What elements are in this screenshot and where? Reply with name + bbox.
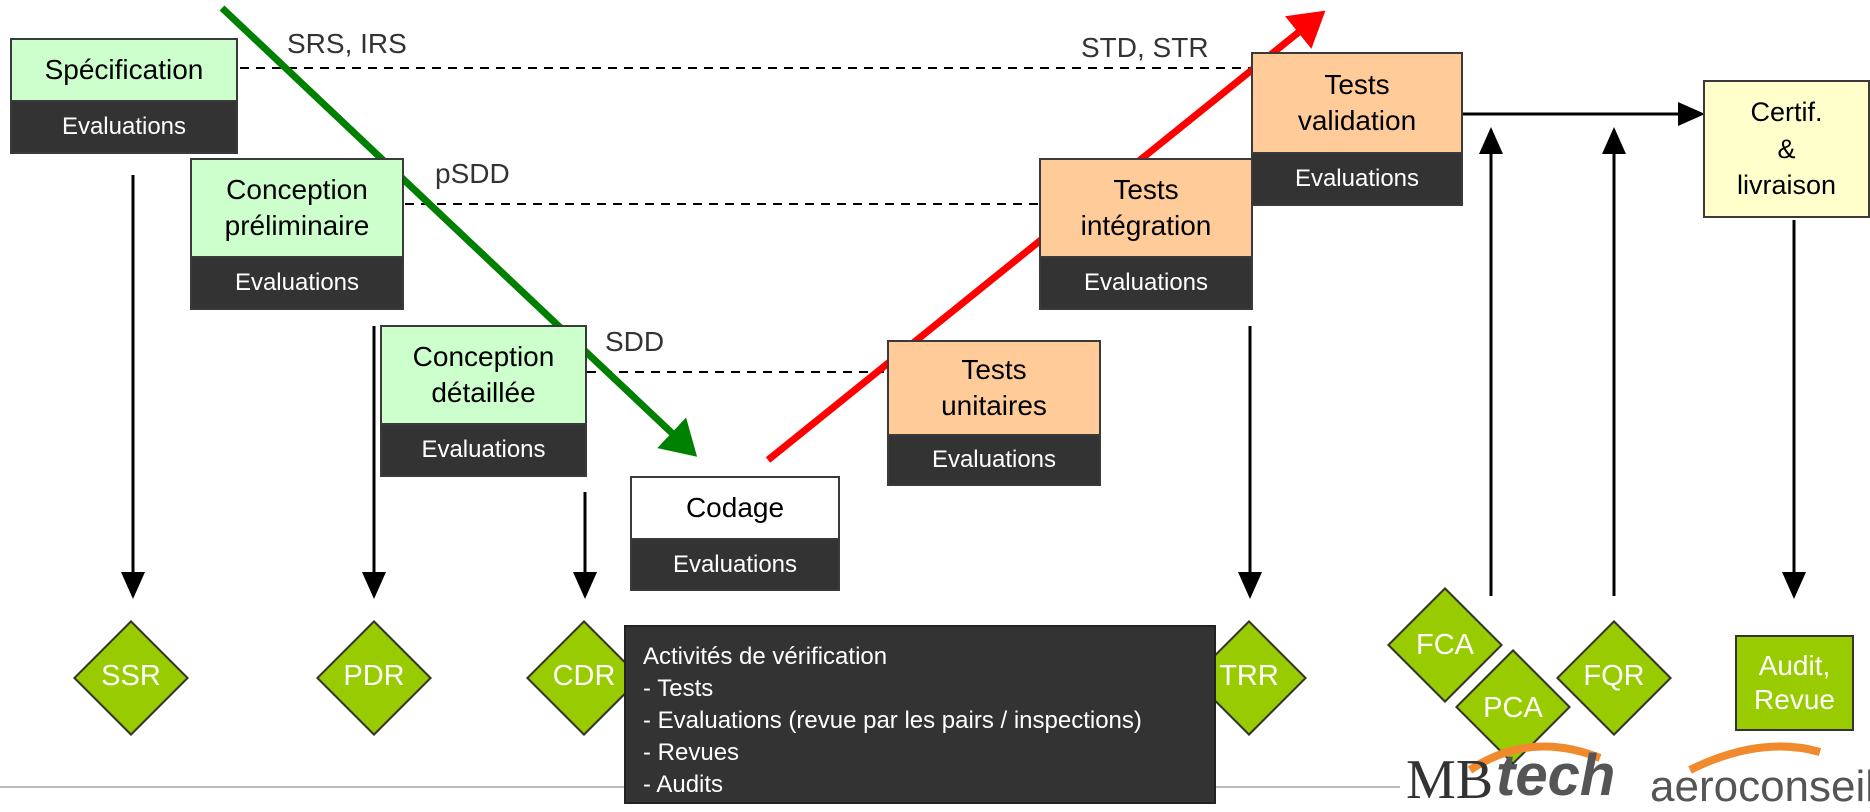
logo-mb: MB	[1406, 749, 1494, 811]
phase-title: Tests validation	[1253, 54, 1461, 152]
milestone-label-fca: FCA	[1416, 629, 1474, 661]
phase-specification: Spécification Evaluations	[10, 38, 238, 154]
phase-conception-preliminaire: Conception préliminaire Evaluations	[190, 158, 404, 310]
doc-label-psdd: pSDD	[435, 158, 510, 189]
doc-label-srs-irs: SRS, IRS	[287, 28, 407, 59]
descent-arrow	[219, 5, 698, 457]
phase-tests-integration: Tests intégration Evaluations	[1039, 158, 1253, 310]
phase-evaluations: Evaluations	[1041, 256, 1251, 308]
phase-title: Certif. & livraison	[1736, 97, 1837, 201]
phase-tests-unitaires: Tests unitaires Evaluations	[887, 340, 1101, 486]
verification-item: - Revues	[643, 739, 740, 766]
phase-evaluations: Evaluations	[382, 423, 585, 475]
phase-conception-detaillee: Conception détaillée Evaluations	[380, 325, 587, 477]
phase-evaluations: Evaluations	[12, 100, 236, 152]
phase-evaluations: Evaluations	[632, 538, 838, 589]
phase-title: Tests intégration	[1041, 160, 1251, 256]
phase-title: Conception préliminaire	[192, 160, 402, 256]
verification-item: - Audits	[643, 771, 724, 798]
milestone-label-fqr: FQR	[1583, 660, 1645, 692]
verification-item: - Tests	[643, 675, 714, 702]
audit-revue-box: Audit, Revue	[1735, 635, 1854, 731]
phase-tests-validation: Tests validation Evaluations	[1251, 52, 1463, 206]
doc-label-std-str: STD, STR	[1081, 32, 1209, 63]
verification-item: - Evaluations (revue par les pairs / ins…	[643, 707, 1142, 734]
phase-title: Tests unitaires	[889, 342, 1099, 434]
milestone-label-trr: TRR	[1219, 660, 1279, 692]
phase-title: Codage	[632, 478, 838, 538]
doc-label-sdd: SDD	[605, 326, 665, 357]
milestone-label-ssr: SSR	[101, 660, 161, 692]
logo-tech: tech	[1496, 743, 1616, 808]
milestone-label-pdr: PDR	[343, 660, 405, 692]
phase-certif-livraison: Certif. & livraison	[1703, 80, 1870, 218]
phase-evaluations: Evaluations	[192, 256, 402, 308]
milestone-label-cdr: CDR	[552, 660, 616, 692]
mbtech-aeroconseil-logo: MB tech aeroconseil	[1400, 730, 1870, 811]
logo-swoosh-icon	[1467, 742, 1822, 774]
phase-evaluations: Evaluations	[1253, 152, 1461, 204]
verification-activities-box: Activités de vérification - Tests - Eval…	[624, 625, 1216, 804]
phase-evaluations: Evaluations	[889, 434, 1099, 484]
logo-aero: aeroconseil	[1650, 762, 1870, 811]
verification-title: Activités de vérification	[643, 643, 888, 670]
phase-title: Conception détaillée	[382, 327, 585, 423]
milestone-label-pca: PCA	[1483, 692, 1543, 724]
phase-codage: Codage Evaluations	[630, 476, 840, 591]
phase-title: Spécification	[12, 40, 236, 100]
